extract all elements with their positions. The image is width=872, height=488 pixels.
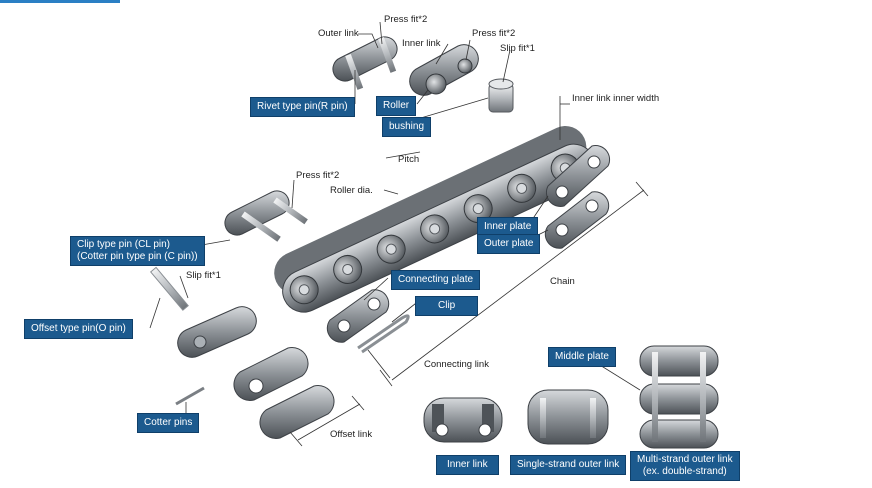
outer-plate-part	[544, 191, 610, 249]
slip-fit-text-2: Slip fit*1	[186, 270, 221, 281]
clip-label: Clip	[415, 296, 479, 316]
outer-link-text: Outer link	[318, 28, 359, 39]
multi-strand-example	[639, 345, 719, 449]
inner-link-part	[409, 44, 479, 96]
corner-accent-bar	[0, 0, 120, 3]
connecting-link-text: Connecting link	[424, 359, 489, 370]
inner-link-bottom-label: Inner link	[436, 455, 499, 475]
single-strand-example	[527, 389, 609, 445]
inner-link-text-top: Inner link	[402, 38, 441, 49]
offset-pin-label: Offset type pin(O pin)	[24, 319, 133, 339]
press-fit-text-3: Press fit*2	[296, 170, 340, 181]
press-fit-text-2: Press fit*2	[472, 28, 516, 39]
clip-pin-label: Clip type pin (CL pin) (Cotter pin type …	[70, 236, 205, 266]
roller-dia-text: Roller dia.	[330, 185, 373, 196]
inner-link-example	[423, 397, 503, 443]
single-strand-label: Single-strand outer link	[510, 455, 627, 475]
rivet-pin-label: Rivet type pin(R pin)	[250, 97, 355, 117]
offset-pin-part	[149, 266, 189, 311]
slip-fit-text-1: Slip fit*1	[500, 43, 535, 54]
bushing-part	[488, 78, 514, 113]
leader-lines	[149, 21, 649, 447]
multi-strand-label: Multi-strand outer link (ex. double-stra…	[630, 451, 740, 481]
outer-plate-label: Outer plate	[477, 234, 541, 254]
bushing-label: bushing	[382, 117, 432, 137]
press-fit-text-1: Press fit*2	[384, 14, 428, 25]
connecting-plate-label: Connecting plate	[391, 270, 481, 290]
clip-pin-label-line1: Clip type pin (CL pin)	[77, 239, 171, 250]
inner-plate-part	[545, 145, 611, 207]
cotter-pin-part	[175, 386, 205, 406]
pitch-text: Pitch	[398, 154, 420, 165]
chain-text: Chain	[550, 276, 575, 287]
connecting-plate-part	[326, 289, 390, 343]
middle-plate-label: Middle plate	[548, 347, 616, 367]
main-chain	[274, 126, 596, 313]
clip-pin-part	[224, 190, 308, 242]
inner-link-inner-width-text: Inner link inner width	[572, 93, 660, 104]
offset-link-part	[233, 347, 335, 439]
multi-strand-label-line2: (ex. double-strand)	[642, 466, 727, 477]
clip-pin-label-line2: (Cotter pin type pin (C pin))	[77, 251, 198, 262]
multi-strand-label-line1: Multi-strand outer link	[637, 454, 733, 465]
outer-link-part	[332, 36, 398, 90]
clip-part	[357, 314, 410, 354]
cotter-pins-label: Cotter pins	[137, 413, 200, 433]
roller-label: Roller	[376, 96, 417, 116]
offset-link-text: Offset link	[330, 429, 373, 440]
connecting-link-part	[177, 306, 257, 358]
